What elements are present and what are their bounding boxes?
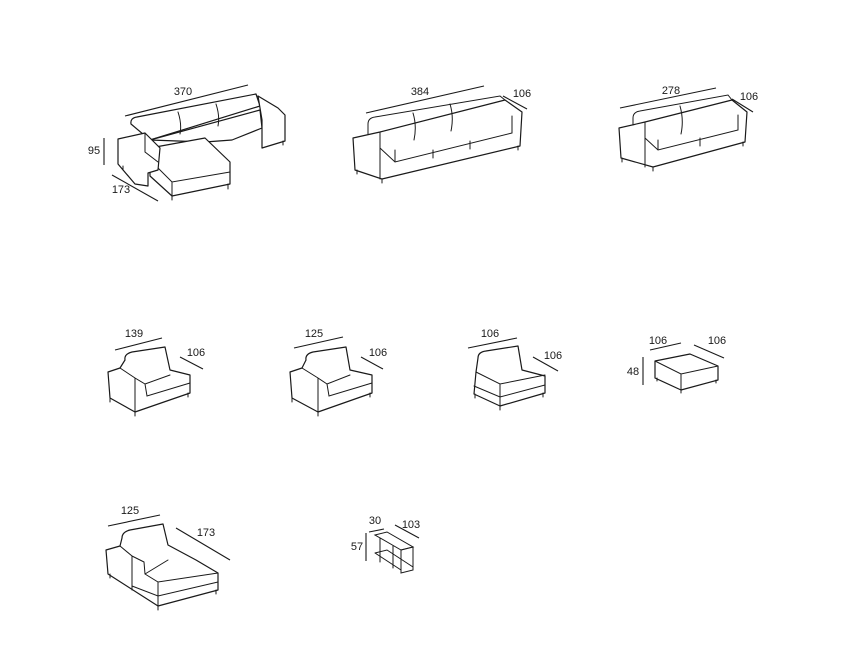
depth-label: 173 [197,527,215,539]
width-dimension-line [107,514,161,527]
depth-label: 103 [402,519,420,531]
width-label: 106 [649,335,667,347]
depth-dimension-line [179,356,204,370]
armless-seat-drawing [473,345,546,411]
width-dimension-line [649,342,682,351]
height-label: 57 [351,541,363,553]
side-table-drawing [373,531,415,574]
width-dimension-line [114,337,163,351]
width-label: 384 [411,86,429,98]
depth-dimension-line [394,524,420,539]
depth-label: 106 [513,88,531,100]
width-label: 125 [305,328,323,340]
single-seat-drawing [289,346,373,417]
three-seat-sofa-drawing [352,95,523,184]
depth-dimension-line [532,356,559,372]
height-label: 48 [627,366,639,378]
width-dimension-line [365,85,485,114]
depth-dimension-line [502,95,528,110]
depth-label: 106 [708,335,726,347]
width-label: 370 [174,86,192,98]
dimension-lines [103,84,249,202]
width-dimension-line [293,336,344,349]
width-dimension-line [368,528,385,533]
height-label: 95 [88,145,100,157]
width-label: 30 [369,515,381,527]
chaise-longue-drawing [105,523,219,611]
depth-label: 106 [369,347,387,359]
depth-label: 106 [544,350,562,362]
depth-dimension-line [693,344,725,359]
width-dimension-line [467,337,518,349]
depth-label: 173 [112,184,130,196]
single-seat-large-drawing [107,346,191,417]
depth-dimension-line [731,98,754,113]
ottoman-drawing [654,353,719,394]
width-dimension-line [619,87,717,109]
depth-label: 106 [187,347,205,359]
depth-label: 106 [740,91,758,103]
width-label: 106 [481,328,499,340]
depth-dimension-line [175,527,231,561]
depth-dimension-line [360,356,384,370]
width-label: 125 [121,505,139,517]
corner-sofa-drawing [117,93,286,201]
width-label: 278 [662,85,680,97]
width-label: 139 [125,328,143,340]
two-seat-sofa-drawing [618,94,748,172]
